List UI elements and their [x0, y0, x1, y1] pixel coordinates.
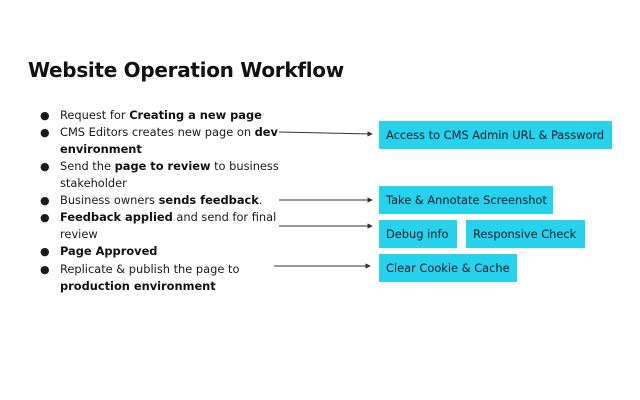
step-emphasis: sends feedback [158, 193, 259, 207]
step-item: ● Feedback applied and send for final re… [40, 209, 290, 243]
step-item: ● Replicate & publish the page to produc… [40, 261, 290, 295]
step-emphasis: dev environment [60, 125, 278, 156]
step-text: to business stakeholder [60, 159, 279, 190]
step-text: and send for final review [60, 210, 277, 241]
tag-debug-info: Debug info [379, 220, 457, 248]
step-item: ● Send the page to review to business st… [40, 158, 290, 192]
step-emphasis: Creating a new page [129, 108, 262, 122]
step-text: Request for [60, 108, 130, 122]
step-text: Business owners [60, 193, 159, 207]
bullet-icon: ● [40, 245, 50, 258]
bullet-icon: ● [40, 109, 50, 122]
step-emphasis: Page Approved [60, 244, 158, 258]
bullet-icon: ● [40, 126, 50, 139]
step-text: . [258, 193, 263, 207]
tag-screenshot: Take & Annotate Screenshot [379, 186, 553, 214]
step-text: Send the [60, 159, 115, 173]
tag-cms-access: Access to CMS Admin URL & Password [379, 121, 612, 149]
bullet-icon: ● [40, 211, 50, 224]
step-item: ● Request for Creating a new page [40, 107, 290, 124]
step-item: ● Page Approved [40, 243, 290, 260]
bullet-icon: ● [40, 263, 50, 276]
step-emphasis: page to review [114, 159, 211, 173]
arrow-to-cms-access [278, 131, 373, 137]
bullet-icon: ● [40, 194, 50, 207]
tag-clear-cache: Clear Cookie & Cache [379, 254, 517, 282]
tag-responsive-check: Responsive Check [466, 220, 585, 248]
step-emphasis: production environment [60, 279, 216, 293]
bullet-icon: ● [40, 160, 50, 173]
step-item: ● CMS Editors creates new page on dev en… [40, 124, 290, 158]
step-text: CMS Editors creates new page on [60, 125, 255, 139]
step-item: ● Business owners sends feedback. [40, 192, 290, 209]
step-emphasis: Feedback applied [60, 210, 173, 224]
step-text: Replicate & publish the page to [60, 262, 240, 276]
page-title: Website Operation Workflow [28, 58, 344, 82]
